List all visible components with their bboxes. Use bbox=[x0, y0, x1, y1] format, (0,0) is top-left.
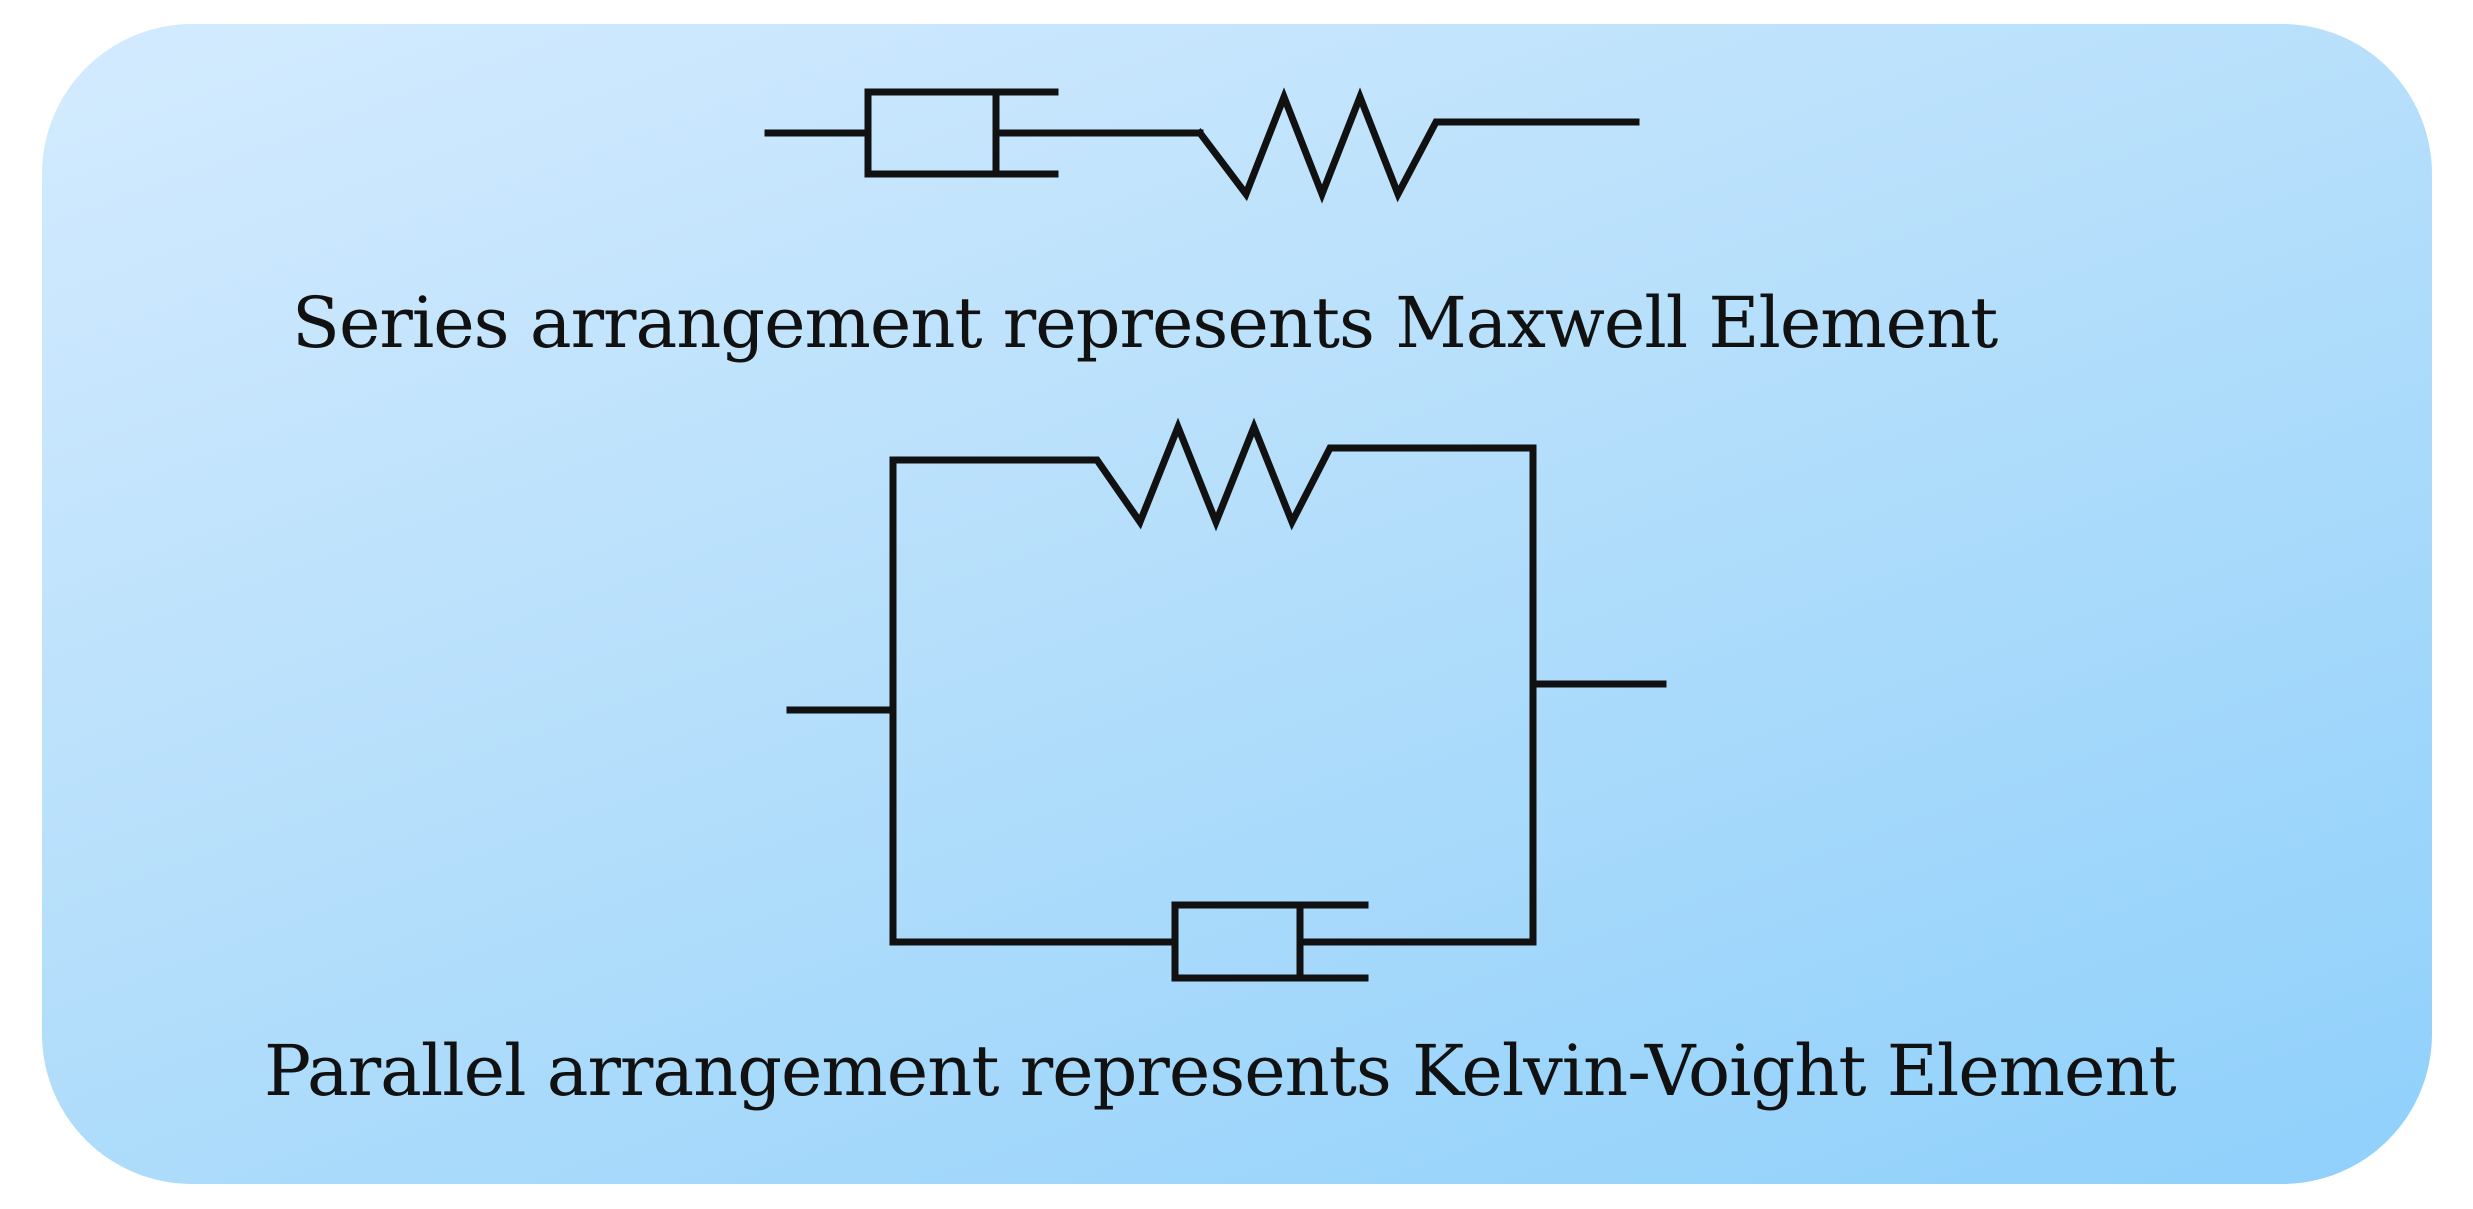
diagram-panel bbox=[42, 24, 2432, 1184]
kelvin-voight-element bbox=[786, 417, 1667, 982]
series-caption: Series arrangement represents Maxwell El… bbox=[292, 282, 1998, 364]
kelvin-spring bbox=[889, 417, 1537, 532]
maxwell-dashpot-cylinder bbox=[864, 88, 1059, 178]
parallel-caption: Parallel arrangement represents Kelvin-V… bbox=[264, 1030, 2177, 1112]
kelvin-dashpot-cylinder bbox=[1171, 901, 1369, 982]
kelvin-dashpot bbox=[889, 901, 1537, 982]
maxwell-spring bbox=[1195, 87, 1640, 204]
maxwell-element bbox=[764, 87, 1640, 204]
